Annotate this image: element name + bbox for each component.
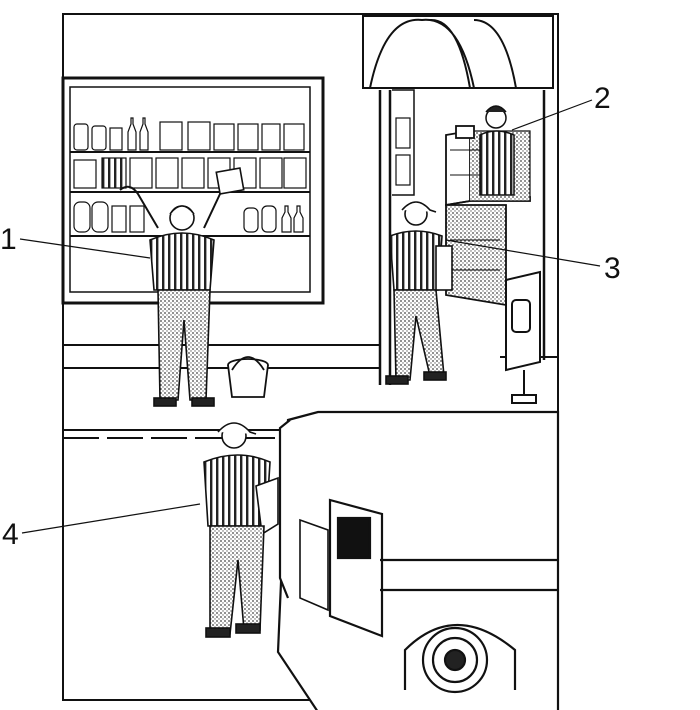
shelf-products xyxy=(73,117,307,233)
sidewalk xyxy=(63,344,558,439)
callout-label-3: 3 xyxy=(604,252,621,285)
callout-label-4: 4 xyxy=(2,518,19,551)
worker-entering-shop xyxy=(385,201,453,385)
worker-cleaning-window xyxy=(119,167,245,407)
cashier xyxy=(479,105,515,196)
callout-label-1: 1 xyxy=(0,223,17,256)
shop-awning xyxy=(362,15,554,89)
callout-label-2: 2 xyxy=(594,82,611,115)
worker-at-truck xyxy=(203,422,279,638)
delivery-truck xyxy=(276,410,560,710)
leader-lines xyxy=(19,99,601,534)
shop-sign xyxy=(505,270,541,404)
bucket xyxy=(227,356,269,398)
